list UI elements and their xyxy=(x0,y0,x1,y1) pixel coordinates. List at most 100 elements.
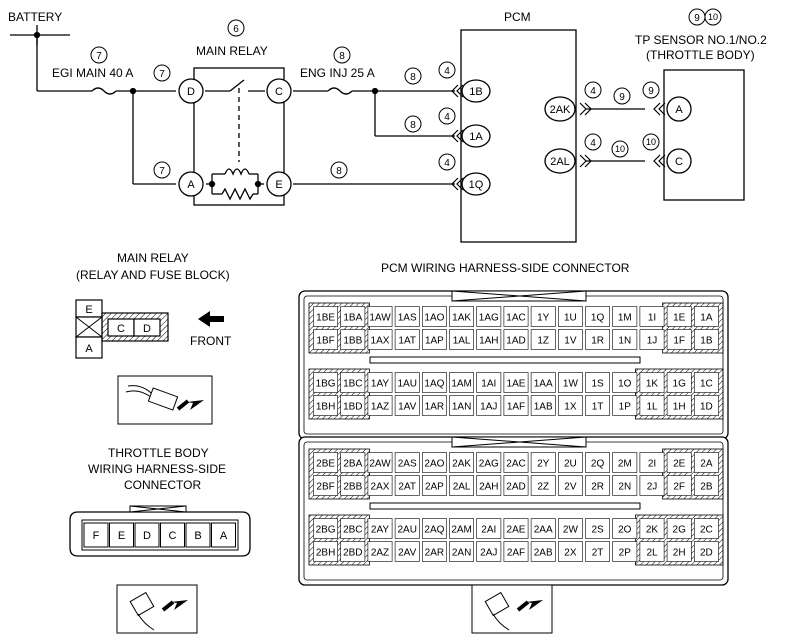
pcm-pin-cell xyxy=(367,306,393,327)
pcm-pin-cell xyxy=(421,452,447,473)
pcm-pin-cell xyxy=(530,372,556,393)
pcm-pin-cell xyxy=(503,541,529,562)
pcm-pin-label: 1R xyxy=(591,336,604,347)
pcm-terminal-1q: 1Q xyxy=(469,179,484,191)
pcm-pin-cell xyxy=(449,518,475,539)
pcm-pin-cell xyxy=(557,395,583,416)
pcm-pin-label: 2BE xyxy=(316,459,335,470)
pcm-pin-label: 2AY xyxy=(371,525,389,536)
pcm-pin-label: 2I xyxy=(648,459,656,470)
pcm-pin-cell xyxy=(666,372,692,393)
pcm-pin-cell xyxy=(585,518,611,539)
pcm-pin-label: 1W xyxy=(563,379,579,390)
pcm-pin-label: 2X xyxy=(564,548,577,559)
pcm-pin-label: 2M xyxy=(618,459,632,470)
pcm-pin-cell xyxy=(585,452,611,473)
pcm-pin-cell xyxy=(394,541,420,562)
pcm-pin-label: 1K xyxy=(646,379,659,390)
pcm-pin-label: 1C xyxy=(700,379,713,390)
pcm-pin-label: 2AJ xyxy=(480,548,497,559)
pcm-pin-cell xyxy=(476,329,502,350)
ref-8: 8 xyxy=(410,72,416,83)
tb-pin-cell xyxy=(83,522,109,548)
pcm-pin-cell xyxy=(503,475,529,496)
pcm-pin-label: 1AZ xyxy=(371,402,389,413)
pcm-pin-cell xyxy=(666,541,692,562)
pcm-pin-label: 1AI xyxy=(481,379,496,390)
pcm-pin-cell xyxy=(557,372,583,393)
pcm-pin-cell xyxy=(449,372,475,393)
pcm-pin-cell xyxy=(394,395,420,416)
pcm-pin-cell xyxy=(421,518,447,539)
pcm-pin-cell xyxy=(639,518,665,539)
pcm-pin-label: 2V xyxy=(564,482,577,493)
pcm-pin-cell xyxy=(367,372,393,393)
main-relay-label: MAIN RELAY xyxy=(196,44,268,58)
ref-8: 8 xyxy=(336,166,342,177)
pcm-pin-cell xyxy=(557,329,583,350)
ref-10: 10 xyxy=(708,12,718,22)
pcm-pin-cell xyxy=(340,452,366,473)
pcm-pin-cell xyxy=(449,395,475,416)
pcm-pin-cell xyxy=(367,329,393,350)
tp-sensor-sublabel: (THROTTLE BODY) xyxy=(646,48,755,62)
pcm-pin-label: 1BE xyxy=(316,313,335,324)
pcm-pin-label: 2AE xyxy=(507,525,526,536)
tb-pin-cell xyxy=(134,522,160,548)
pcm-pin-cell xyxy=(503,452,529,473)
pcm-pin-cell xyxy=(557,452,583,473)
battery-label: BATTERY xyxy=(8,10,62,24)
pcm-pin-label: 1S xyxy=(591,379,604,390)
pcm-pin-cell xyxy=(394,475,420,496)
pcm-pin-cell xyxy=(476,541,502,562)
pcm-pin-cell xyxy=(585,395,611,416)
pcm-pin-cell xyxy=(530,306,556,327)
pcm-pin-cell xyxy=(313,518,339,539)
pcm-pin-cell xyxy=(421,541,447,562)
pcm-pin-cell xyxy=(449,452,475,473)
pcm-pin-label: 1BH xyxy=(316,402,335,413)
relay-terminal-a: A xyxy=(187,179,195,191)
terminal-circles xyxy=(178,78,692,197)
pcm-pin-label: 2AC xyxy=(506,459,525,470)
pcm-pin-label: 2AB xyxy=(534,548,553,559)
pcm-pin-label: 2AP xyxy=(425,482,444,493)
reference-numbers: 6 7 7 7 8 8 8 8 4 4 4 4 9 9 4 10 10 9 10 xyxy=(96,12,718,177)
pcm-pin-cell xyxy=(693,372,719,393)
pcm-pin-cell xyxy=(557,306,583,327)
pcm-pin-label: 2AI xyxy=(481,525,496,536)
pcm-pin-label: 2BA xyxy=(343,459,362,470)
tb-connector-title: THROTTLE BODY xyxy=(108,446,209,460)
pcm-pin-cell xyxy=(421,329,447,350)
pcm-pin-label: 1AY xyxy=(371,379,389,390)
pcm-pin-cell xyxy=(693,395,719,416)
pcm-connector-title: PCM WIRING HARNESS-SIDE CONNECTOR xyxy=(381,261,630,275)
pcm-pin-label: 1AR xyxy=(425,402,444,413)
pcm-terminal-2al: 2AL xyxy=(550,156,570,168)
pcm-pin-cell xyxy=(340,541,366,562)
pcm-pin-cell xyxy=(666,475,692,496)
pcm-pin-cell xyxy=(693,329,719,350)
pcm-pin-cell xyxy=(367,541,393,562)
pcm-pin-label: 2AK xyxy=(452,459,471,470)
pcm-pin-label: 1H xyxy=(673,402,686,413)
pcm-pin-cell xyxy=(421,306,447,327)
tb-pin-label: F xyxy=(93,530,100,542)
pcm-pin-label: 2Q xyxy=(591,459,605,470)
pcm-pin-label: 1BF xyxy=(316,336,334,347)
pcm-pin-label: 2N xyxy=(618,482,631,493)
pcm-pin-cell xyxy=(449,475,475,496)
pcm-pin-cell xyxy=(530,475,556,496)
ref-9: 9 xyxy=(694,13,700,24)
pcm-pin-label: 2Y xyxy=(537,459,550,470)
ref-9: 9 xyxy=(648,86,654,97)
pcm-pin-label: 1AK xyxy=(452,313,471,324)
pcm-pin-label: 1AV xyxy=(398,402,416,413)
pcm-pin-cell xyxy=(394,452,420,473)
pcm-pin-label: 1E xyxy=(673,313,686,324)
ref-7: 7 xyxy=(159,69,165,80)
pcm-pin-cell xyxy=(639,541,665,562)
pcm-pin-cell xyxy=(394,372,420,393)
terminal-labels: D C A E 1B 1A 1Q 2AK 2AL A C xyxy=(187,86,683,191)
pcm-pin-label: 2AU xyxy=(397,525,416,536)
